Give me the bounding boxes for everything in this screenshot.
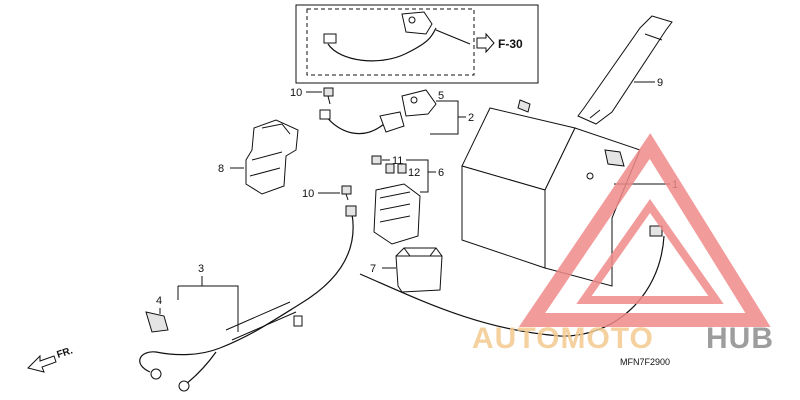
callout-10-lower: 10 [302, 188, 314, 200]
relay-cover-body [395, 247, 443, 293]
watermark: AUTOMOTO HUB [472, 133, 774, 355]
callout-9: 9 [657, 77, 663, 89]
negative-cable [325, 115, 385, 135]
fuse-box-body [245, 119, 299, 195]
callout-3: 3 [198, 263, 204, 275]
fuse-box: 8 [218, 119, 299, 195]
ground-cable-right [185, 351, 217, 385]
bracket-6 [406, 159, 429, 193]
negative-cable-assembly: 5 2 [319, 89, 474, 135]
fuse-a [385, 163, 395, 174]
starter-cable-harness: 3 [139, 205, 665, 392]
terminal-cap-body [145, 311, 169, 333]
battery-vent [586, 172, 594, 180]
terminal-cover [401, 89, 437, 117]
callout-4: 4 [156, 295, 162, 307]
ground-terminal-a [150, 368, 162, 380]
reference-label: F-30 [498, 37, 523, 51]
bracket-2 [430, 100, 459, 135]
fuse-box-detail [249, 123, 291, 177]
starter-relay-detail [379, 191, 411, 223]
bolt-lower: 10 [302, 185, 352, 201]
positive-cable [359, 235, 665, 337]
battery-band-body [577, 15, 673, 125]
inset-cable-tail [435, 29, 471, 45]
inset-outer-frame [295, 4, 539, 84]
ground-terminal-b [178, 380, 190, 392]
bolt-lower-head [341, 185, 352, 195]
battery-band: 9 [577, 15, 673, 125]
battery-side [544, 127, 641, 287]
bolt-upper-shank [327, 95, 331, 105]
main-fuse [371, 155, 382, 165]
bolt-upper: 10 [290, 87, 334, 105]
callout-6: 6 [438, 167, 444, 179]
direction-indicator: FR. [27, 345, 75, 373]
inset-panel: F-30 [295, 4, 539, 84]
watermark-text-secondary: HUB [706, 322, 774, 355]
bracket-3 [178, 285, 239, 332]
harness-terminal-top [345, 205, 357, 217]
battery-terminal-pos [604, 149, 625, 167]
harness-terminal-battery [649, 225, 663, 237]
bolt-upper-head [323, 87, 334, 97]
negative-cable-terminal [319, 109, 331, 120]
inset-terminal-left [323, 33, 337, 44]
terminal-cap: 4 [145, 295, 169, 333]
harness-tape [225, 301, 297, 341]
watermark-triangle-inner-icon [576, 199, 724, 304]
ground-cable-left [139, 347, 221, 373]
fuse-b [397, 163, 407, 174]
callout-8: 8 [218, 163, 224, 175]
inset-cable [327, 27, 437, 62]
direction-label: FR. [56, 345, 75, 361]
starter-relay [373, 183, 421, 245]
callout-7: 7 [370, 263, 376, 275]
negative-cable-connector [379, 111, 405, 133]
callout-11: 11 [392, 155, 403, 167]
inset-terminal-cover [401, 11, 433, 35]
harness-main [219, 213, 354, 349]
reference-arrow-icon [476, 32, 495, 54]
relay-cover-detail [396, 247, 442, 257]
callout-2: 2 [468, 112, 474, 124]
relay-cover: 7 [370, 247, 443, 293]
diagram-code: MFN7F2900 [620, 357, 670, 367]
inset-bolt [408, 16, 416, 24]
bolt-lower-shank [345, 193, 349, 201]
watermark-triangle-icon [518, 133, 771, 327]
watermark-text-primary: AUTOMOTO [472, 322, 654, 355]
battery-terminal-neg [517, 99, 531, 113]
callout-12: 12 [408, 167, 420, 179]
callout-5: 5 [438, 90, 444, 102]
harness-clip [293, 315, 303, 327]
starter-relay-assembly: 11 12 6 [371, 155, 444, 245]
inset-dashed-frame [306, 8, 475, 76]
callout-10-upper: 10 [290, 87, 302, 99]
battery-band-detail [589, 33, 663, 119]
terminal-cover-bolt [410, 96, 418, 104]
front-arrow-icon [27, 354, 57, 373]
